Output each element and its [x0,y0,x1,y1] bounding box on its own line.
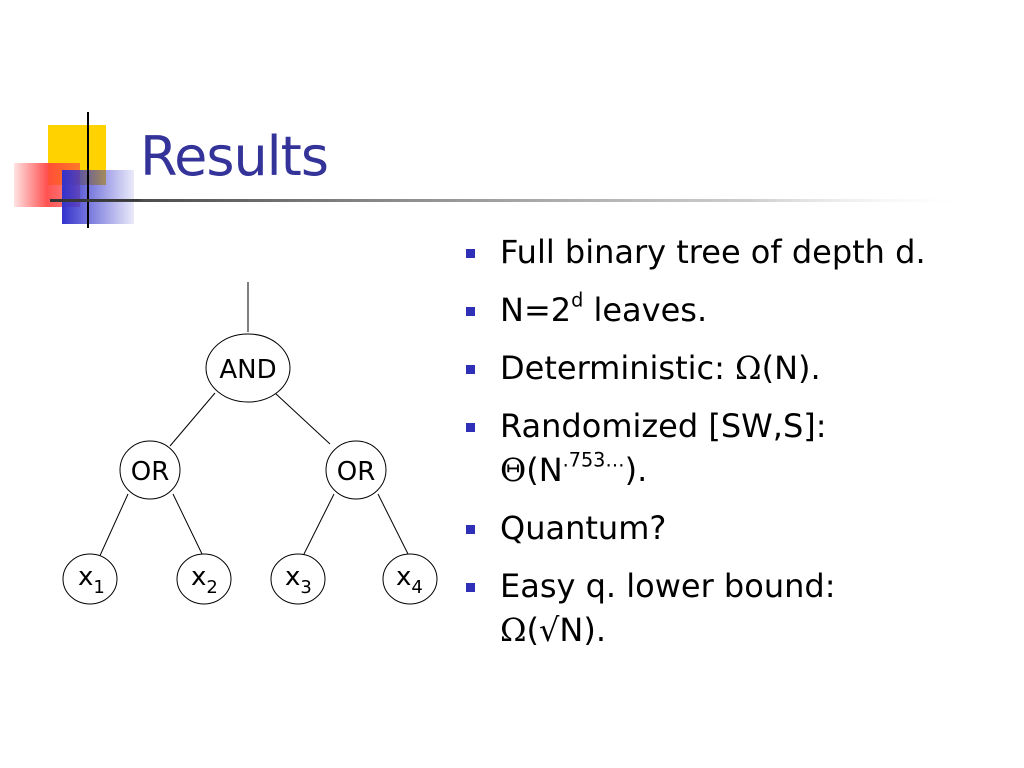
or-node-right [325,440,387,500]
edge-or-x4 [377,493,410,557]
bullet-square-icon [466,525,475,534]
slide-logo [14,112,140,228]
leaf-label-1: x1 [78,562,105,598]
bullet-text: Randomized [SW,S]:Θ(N.753…). [500,407,827,489]
or-node-left [119,440,181,500]
leaf-node-4 [382,553,438,605]
bullet-square-icon [466,423,475,432]
title-underline [50,199,980,202]
leaf-label-4: x4 [396,562,423,598]
results-bullet-list: Full binary tree of depth d. N=2d leaves… [462,230,1012,666]
leaf-label-2: x2 [191,562,218,598]
bullet-text: Easy q. lower bound:Ω(√N). [500,567,836,649]
and-node [205,333,291,403]
and-node-label: AND [219,355,276,385]
or-node-right-label: OR [337,457,376,487]
bullet-item: Easy q. lower bound:Ω(√N). [462,564,1012,652]
bullet-square-icon [466,365,475,374]
edge-and-or-right [274,392,331,445]
bullet-item: Full binary tree of depth d. [462,230,1012,274]
bullet-text: N=2d leaves. [500,288,708,329]
bullet-item: Randomized [SW,S]:Θ(N.753…). [462,404,1012,492]
edge-or-x1 [97,493,129,561]
bullet-square-icon [466,583,475,592]
and-or-tree-diagram: AND OR OR x1 x2 x3 x4 [62,282,438,605]
bullet-text: Deterministic: Ω(N). [500,349,821,387]
leaf-node-3 [270,553,326,605]
edge-and-or-left [169,392,216,447]
bullet-text: Quantum? [500,509,667,547]
or-node-left-label: OR [131,457,170,487]
leaf-node-1 [62,553,118,605]
bullet-item: Deterministic: Ω(N). [462,346,1012,390]
leaf-label-3: x3 [285,562,312,598]
edge-or-x2 [172,493,204,557]
edge-or-x3 [302,493,335,557]
bullet-text: Full binary tree of depth d. [500,233,926,271]
bullet-item: Quantum? [462,506,1012,550]
logo-blue-square [62,170,134,224]
bullet-square-icon [466,249,475,258]
bullet-item: N=2d leaves. [462,288,1012,332]
leaf-node-2 [176,553,232,605]
slide-title: Results [140,125,329,188]
bullet-square-icon [466,307,475,316]
